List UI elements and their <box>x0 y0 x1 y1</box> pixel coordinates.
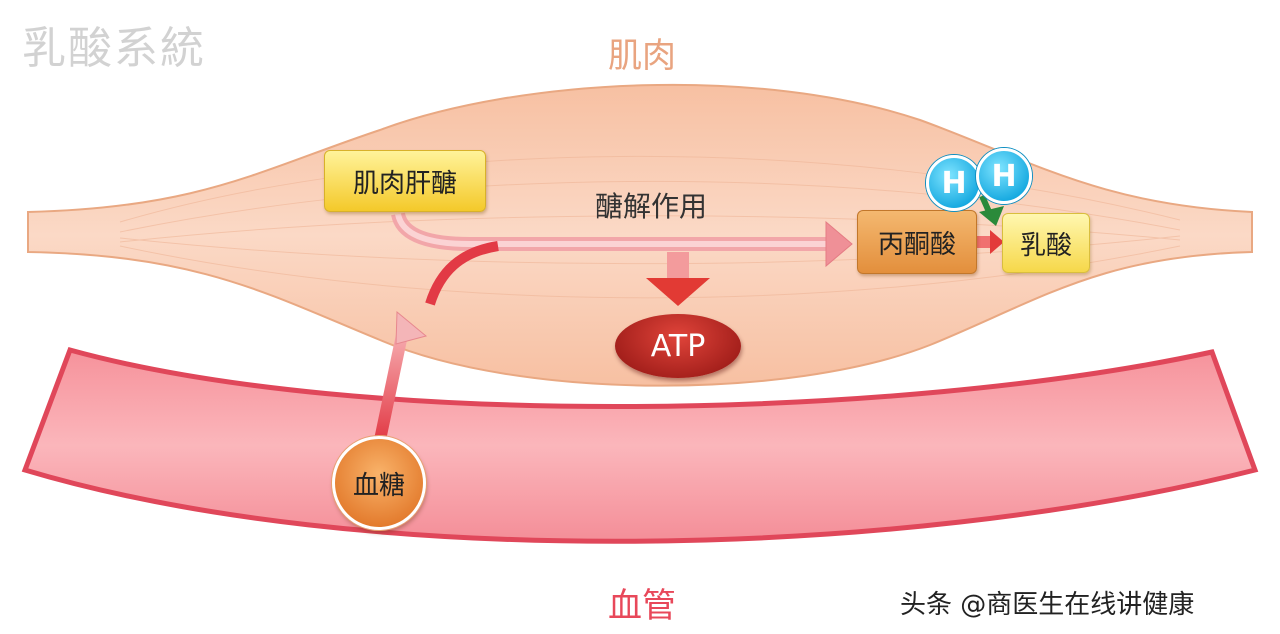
blood-sugar-circle: 血糖 <box>332 436 426 530</box>
lactate-box: 乳酸 <box>1002 213 1090 273</box>
glycolysis-arrowhead <box>825 220 853 268</box>
hydrogen-atom-2: H <box>976 148 1032 204</box>
pyruvate-to-lactate-arrow <box>975 230 1004 254</box>
diagram-title: 乳酸系統 <box>22 23 206 74</box>
glycolysis-label: 醣解作用 <box>595 190 708 223</box>
blood-vessel-label: 血管 <box>608 586 676 626</box>
blood-sugar-arrow <box>374 328 409 442</box>
atp-ellipse: ATP <box>615 314 741 378</box>
muscle-label: 肌肉 <box>608 36 676 76</box>
atp-arrow <box>646 252 710 306</box>
hydrogen-arrow <box>979 194 1004 226</box>
muscle-glycogen-box: 肌肉肝醣 <box>324 150 486 212</box>
blood-sugar-to-glycolysis <box>425 241 499 306</box>
hydrogen-atom-1: H <box>926 155 982 211</box>
pyruvate-box: 丙酮酸 <box>857 210 977 274</box>
watermark-text: 头条 @商医生在线讲健康 <box>900 590 1195 620</box>
